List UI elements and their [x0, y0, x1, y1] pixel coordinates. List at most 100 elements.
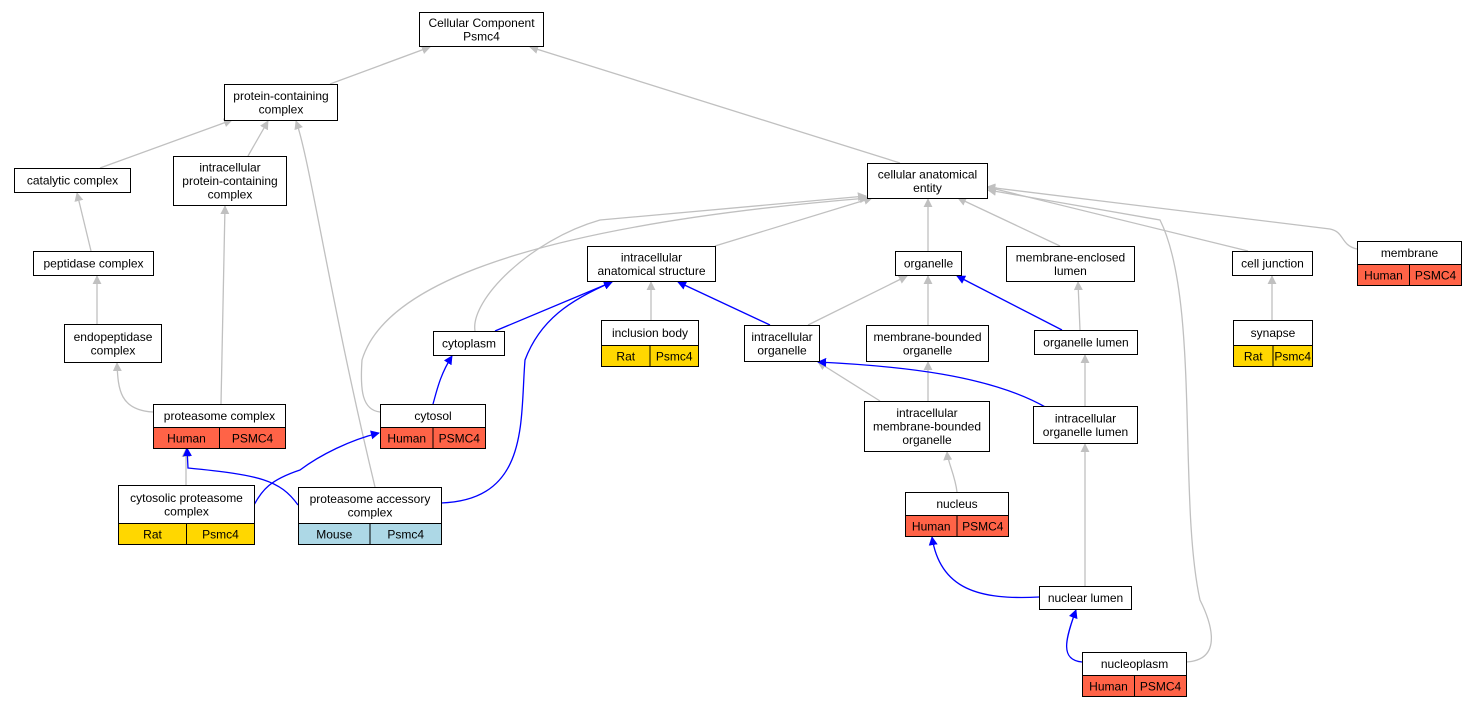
node-box — [866, 325, 989, 362]
node-cytoplasm[interactable]: cytoplasm — [433, 331, 505, 356]
gene-tag: PSMC4 — [1140, 680, 1182, 694]
node-label-line: Cellular Component — [428, 16, 535, 30]
node-label-line: nucleoplasm — [1101, 657, 1168, 671]
node-box — [1034, 330, 1138, 355]
node-box — [419, 12, 544, 47]
species-tag: Rat — [143, 528, 162, 542]
gene-tag-cell — [186, 523, 255, 545]
node-label-line: membrane — [1381, 246, 1439, 260]
node-label-line: endopeptidase — [74, 330, 153, 344]
node-nuclear-lumen[interactable]: nuclear lumen — [1039, 586, 1132, 610]
node-label-line: intracellular — [751, 330, 812, 344]
species-tag: Mouse — [316, 528, 352, 542]
node-box — [1006, 246, 1135, 282]
species-tag: Human — [167, 432, 206, 446]
node-label-line: inclusion body — [612, 326, 688, 340]
node-label-line: intracellular — [1055, 411, 1116, 425]
node-label-line: cytosol — [414, 409, 451, 423]
node-label-line: cell junction — [1241, 257, 1304, 271]
node-organelle[interactable]: organelle — [895, 251, 962, 276]
node-box — [14, 168, 131, 193]
edge-intracellular-membrane-bounded-organelle-to-intracellular-organelle — [817, 361, 881, 402]
edge-membrane-enclosed-lumen-to-cellular-anatomical-entity — [957, 197, 1061, 247]
species-tag: Human — [1364, 269, 1403, 283]
edge-nucleoplasm-to-nuclear-lumen — [1066, 609, 1083, 663]
edge-proteasome-accessory-complex-to-proteasome-complex — [182, 447, 299, 506]
node-label-line: lumen — [1054, 264, 1087, 278]
nodes-layer: Cellular ComponentPsmc4protein-containin… — [14, 12, 1462, 697]
gene-tag: PSMC4 — [1415, 269, 1457, 283]
gene-tag: Psmc4 — [202, 528, 239, 542]
edge-intracellular-organelle-to-organelle — [807, 275, 908, 326]
edge-peptidase-complex-to-catalytic-complex — [74, 192, 92, 252]
edge-proteasome-complex-to-endopeptidase-complex — [112, 362, 154, 413]
node-label-line: proteasome complex — [164, 409, 275, 423]
node-label-line: synapse — [1251, 326, 1296, 340]
node-label-line: organelle — [757, 343, 807, 357]
node-box — [224, 84, 338, 121]
node-organelle-lumen[interactable]: organelle lumen — [1034, 330, 1138, 355]
edge-proteasome-accessory-complex-to-protein-containing-complex — [294, 120, 376, 488]
species-tag: Human — [387, 432, 426, 446]
edge-organelle-lumen-to-organelle — [956, 275, 1063, 331]
node-label-line: cellular anatomical — [878, 167, 977, 181]
node-box — [895, 251, 962, 276]
edge-membrane-to-cellular-anatomical-entity — [986, 183, 1358, 250]
node-label-line: intracellular — [199, 161, 260, 175]
node-label-line: organelle — [904, 257, 954, 271]
node-label-line: complex — [348, 505, 393, 519]
gene-tag: Psmc4 — [656, 350, 693, 364]
node-label-line: complex — [208, 188, 253, 202]
node-box — [864, 401, 990, 452]
gene-tag-cell — [432, 427, 486, 449]
node-box — [587, 246, 716, 282]
edge-cytoplasm-to-cellular-anatomical-entity — [474, 192, 867, 332]
node-peptidase-complex[interactable]: peptidase complex — [33, 251, 154, 276]
edge-protein-containing-complex-to-cellular-component — [329, 45, 431, 85]
gene-tag-cell — [219, 427, 286, 449]
gene-tag-cell — [1409, 264, 1462, 286]
node-box — [744, 325, 820, 362]
node-label-line: complex — [259, 102, 304, 116]
node-label-line: nuclear lumen — [1048, 591, 1123, 605]
gene-tag: PSMC4 — [439, 432, 481, 446]
node-label-line: nucleus — [936, 497, 977, 511]
edge-organelle-lumen-to-membrane-enclosed-lumen — [1073, 281, 1083, 331]
node-box — [1033, 406, 1138, 444]
edge-cytoplasm-to-intracellular-anatomical-structure — [494, 280, 613, 332]
edge-intracellular-organelle-to-intracellular-anatomical-structure — [677, 281, 771, 326]
node-cell-junction[interactable]: cell junction — [1232, 251, 1313, 276]
edge-catalytic-complex-to-protein-containing-complex — [99, 118, 233, 169]
edge-cytosol-to-cellular-anatomical-entity — [360, 194, 869, 413]
node-catalytic-complex[interactable]: catalytic complex — [14, 168, 131, 193]
edges-layer — [74, 45, 1358, 663]
edge-intracellular-anatomical-structure-to-cellular-anatomical-entity — [714, 196, 873, 247]
node-label-line: cytoplasm — [442, 337, 496, 351]
edge-cellular-anatomical-entity-to-cellular-component — [529, 45, 901, 164]
node-label-line: catalytic complex — [27, 174, 118, 188]
edge-nucleus-to-intracellular-membrane-bounded-organelle — [943, 451, 958, 493]
node-label-line: organelle lumen — [1043, 336, 1128, 350]
node-box — [173, 156, 287, 206]
